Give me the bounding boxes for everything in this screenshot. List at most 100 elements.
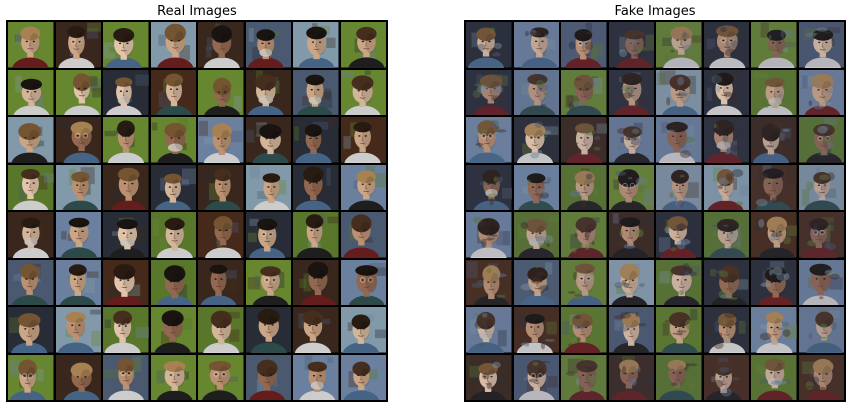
real-image-tile [103,22,149,68]
real-image-tile [198,69,244,115]
real-image-tile [103,259,149,305]
fake-image-tile [656,212,702,258]
real-image-tile [8,354,54,400]
real-image-tile [8,117,54,163]
fake-image-tile [656,164,702,210]
real-image-tile [340,354,386,400]
fake-image-tile [703,164,749,210]
fake-image-tile [513,212,559,258]
fake-image-tile [466,354,512,400]
real-image-tile [8,69,54,115]
real-image-tile [55,69,101,115]
real-image-tile [55,22,101,68]
fake-image-tile [466,22,512,68]
fake-image-tile [513,117,559,163]
real-image-tile [8,212,54,258]
fake-image-tile [608,164,654,210]
fake-image-tile [608,22,654,68]
real-image-tile [245,259,291,305]
real-image-tile [293,307,339,353]
real-image-tile [8,307,54,353]
real-image-tile [293,354,339,400]
fake-image-tile [608,212,654,258]
fake-image-tile [751,69,797,115]
real-image-tile [198,212,244,258]
fake-image-tile [561,212,607,258]
real-image-tile [198,117,244,163]
real-image-tile [293,164,339,210]
fake-image-tile [656,117,702,163]
fake-image-tile [561,117,607,163]
real-image-tile [103,117,149,163]
fake-image-tile [513,307,559,353]
real-image-tile [150,259,196,305]
real-image-tile [103,354,149,400]
fake-image-tile [656,307,702,353]
fake-image-tile [513,22,559,68]
fake-image-tile [751,164,797,210]
real-image-tile [340,259,386,305]
fake-image-tile [561,307,607,353]
real-image-tile [245,212,291,258]
fake-image-tile [608,354,654,400]
real-image-tile [103,69,149,115]
real-image-tile [55,117,101,163]
fake-image-tile [466,69,512,115]
fake-image-tile [798,307,844,353]
real-image-tile [198,354,244,400]
fake-image-tile [466,117,512,163]
fake-image-tile [703,22,749,68]
fake-image-tile [513,259,559,305]
real-image-tile [150,307,196,353]
real-image-tile [198,164,244,210]
fake-image-tile [751,354,797,400]
real-image-tile [340,212,386,258]
real-image-tile [245,117,291,163]
fake-image-tile [561,22,607,68]
real-image-tile [198,22,244,68]
fake-images-tiles [466,22,844,400]
fake-image-tile [656,69,702,115]
fake-image-tile [798,259,844,305]
fake-image-tile [656,22,702,68]
fake-image-tile [703,259,749,305]
fake-image-tile [703,307,749,353]
right-panel-title: Fake Images [614,4,696,19]
real-images-tiles [8,22,386,400]
fake-image-tile [513,164,559,210]
fake-image-tile [751,307,797,353]
fake-image-tile [798,164,844,210]
real-image-tile [245,164,291,210]
real-image-tile [103,212,149,258]
real-images-grid [6,20,388,402]
real-image-tile [55,164,101,210]
fake-image-tile [798,354,844,400]
real-image-tile [340,69,386,115]
real-image-tile [198,307,244,353]
fake-images-grid [464,20,846,402]
fake-image-tile [656,259,702,305]
real-image-tile [293,69,339,115]
fake-image-tile [798,22,844,68]
real-image-tile [245,354,291,400]
fake-image-tile [751,22,797,68]
fake-image-tile [561,164,607,210]
fake-image-tile [798,117,844,163]
real-image-tile [245,69,291,115]
left-panel-title: Real Images [157,4,237,19]
fake-image-tile [703,69,749,115]
fake-image-tile [608,259,654,305]
real-image-tile [293,117,339,163]
fake-image-tile [466,259,512,305]
fake-image-tile [798,212,844,258]
real-image-tile [293,212,339,258]
real-image-tile [55,259,101,305]
real-image-tile [103,307,149,353]
fake-image-tile [561,69,607,115]
fake-image-tile [608,117,654,163]
real-image-tile [245,307,291,353]
fake-image-tile [513,354,559,400]
fake-image-tile [703,212,749,258]
fake-image-tile [608,307,654,353]
fake-image-tile [466,212,512,258]
